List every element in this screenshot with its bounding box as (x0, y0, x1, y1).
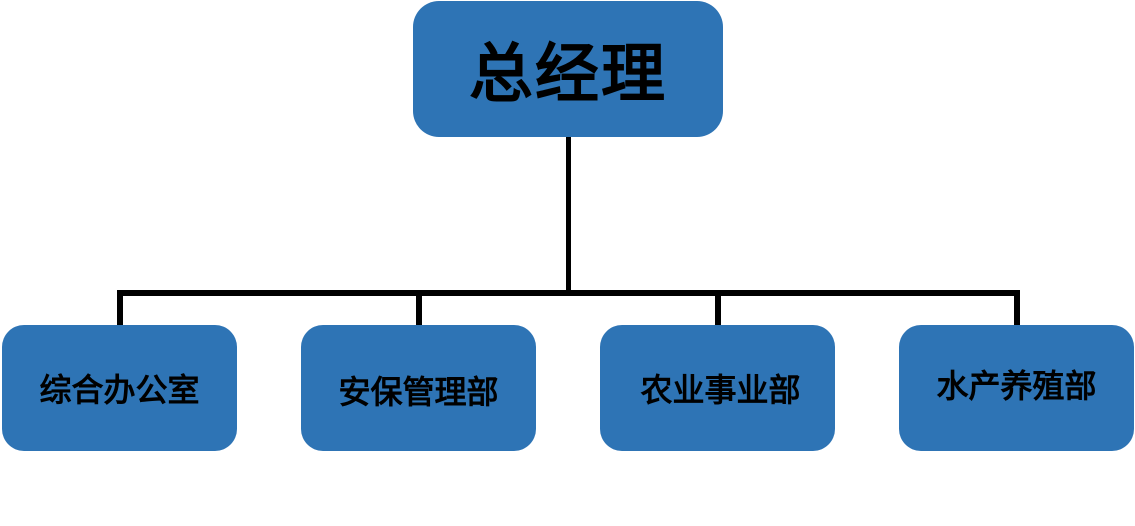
root-node-label: 总经理 (469, 38, 667, 112)
child-node-agriculture-division: 农业事业部 (600, 325, 835, 451)
child-node-aquaculture-division: 水产养殖部 (899, 325, 1134, 451)
connector-horizontal-bus (117, 290, 1020, 296)
connector-root-vertical (566, 137, 571, 294)
connector-drop-4 (1014, 290, 1020, 326)
child-node-general-office: 综合办公室 (2, 325, 237, 451)
child-node-label: 安保管理部 (338, 373, 499, 411)
child-node-security-management: 安保管理部 (301, 325, 536, 451)
child-node-label: 水产养殖部 (936, 367, 1097, 405)
root-node-general-manager: 总经理 (413, 1, 723, 137)
connector-drop-3 (715, 290, 721, 326)
connector-drop-2 (416, 290, 422, 326)
connector-drop-1 (117, 290, 123, 326)
child-node-label: 农业事业部 (640, 371, 801, 409)
child-node-label: 综合办公室 (39, 371, 200, 409)
